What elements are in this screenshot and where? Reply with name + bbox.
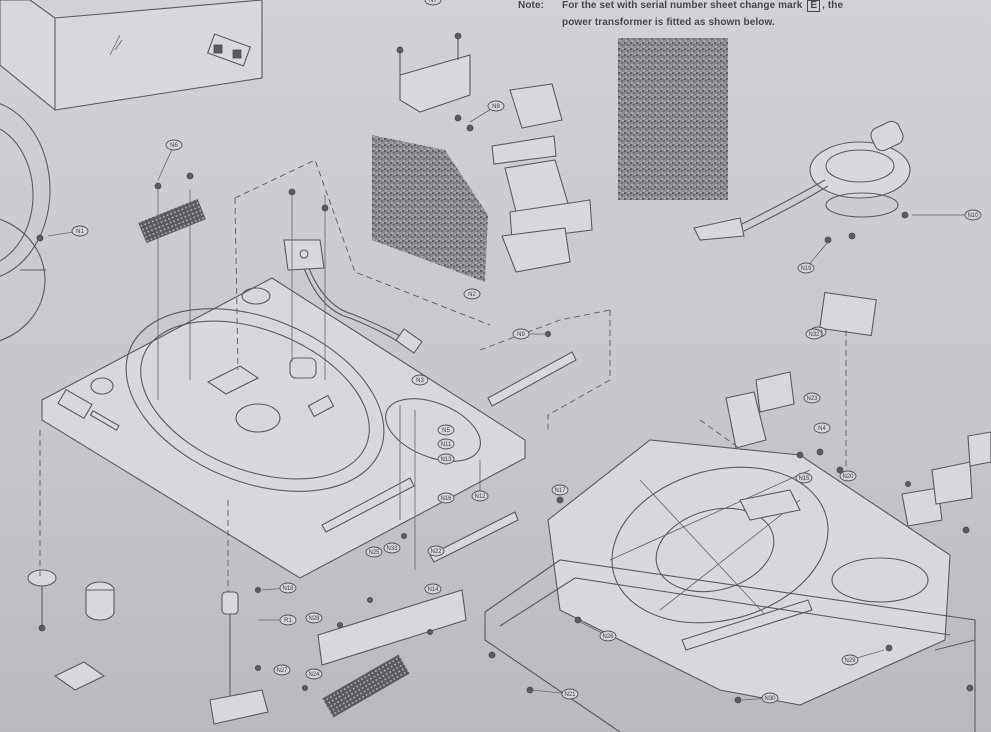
callout-n1: N1 [47,225,89,237]
note-label: Note: [518,0,545,11]
svg-text:N19: N19 [800,266,812,272]
note-line-2: power transformer is fitted as shown bel… [562,17,775,28]
side-strip-mid [429,511,519,563]
svg-text:N30: N30 [764,696,776,702]
callout-n17: N17 [551,484,569,496]
callout-n13: N13 [437,453,455,465]
bottom-frame [484,559,976,732]
svg-text:N12: N12 [474,494,486,500]
callout-n21: N21 [531,688,579,700]
callout-n18: N18 [261,582,297,594]
callout-n27: N27 [273,664,291,676]
svg-text:N4: N4 [818,426,826,432]
callout-n12: N12 [471,490,489,502]
mesh-pad-bottom [322,654,410,718]
sheet-change-mark: E [807,0,821,12]
callout-n28: N28 [305,612,323,624]
svg-text:N17: N17 [554,488,566,494]
svg-text:N23: N23 [806,396,818,402]
svg-text:N24: N24 [308,672,320,678]
top-connector [207,33,251,67]
callout-n11: N11 [437,438,455,450]
assembly-guides [39,159,847,592]
svg-text:N9: N9 [517,332,525,338]
right-brackets [725,291,991,527]
svg-text:N10: N10 [967,213,979,219]
callout-n8: N8 [469,100,505,123]
callout-n14: N14 [424,583,442,595]
svg-text:N11: N11 [441,442,452,448]
svg-text:N27: N27 [276,668,288,674]
svg-text:N8: N8 [492,104,500,110]
svg-text:N20: N20 [842,474,854,480]
power-transformer-board [618,38,728,200]
serial-number-note: Note: For the set with serial number shee… [518,0,988,31]
svg-text:N7: N7 [429,0,437,4]
callout-n5: N5 [437,424,455,436]
svg-text:R1: R1 [284,618,292,624]
svg-text:N28: N28 [308,616,320,622]
callout-n7: N7 [424,0,442,6]
callout-n25: N25 [365,546,383,558]
mesh-pad-left [138,198,206,244]
callout-r1: R1 [258,614,297,626]
callout-n9: N9 [512,328,548,340]
callout-n20: N20 [839,470,857,482]
callout-n2: N2 [463,288,481,300]
svg-text:N6: N6 [170,143,178,149]
callout-n23: N23 [803,392,821,404]
callout-n10: N10 [912,209,982,221]
svg-text:N25: N25 [368,550,380,556]
dust-cover [0,0,263,112]
note-line-1: For the set with serial number sheet cha… [562,0,803,11]
transformer-bracket [396,32,471,113]
power-cord [283,239,423,354]
chassis-base [547,439,951,706]
callout-n29: N29 [841,649,885,666]
svg-text:N16: N16 [440,496,452,502]
svg-text:N22: N22 [430,549,442,555]
callout-n4: N4 [813,422,831,434]
screws [36,114,974,704]
svg-text:N29: N29 [844,658,856,664]
svg-text:N32: N32 [808,332,820,338]
svg-text:N5: N5 [442,428,450,434]
circuit-board-center [372,135,488,282]
callout-n19: N19 [797,241,829,274]
svg-text:N14: N14 [427,587,439,593]
callout-n30: N30 [741,692,779,704]
svg-text:N15: N15 [798,476,810,482]
transformer-stack [491,83,593,273]
callout-labels: N1N2N3N4N5N6N7N8N9N10N11N12N13N14N15N16N… [47,0,982,704]
callout-n33: N33 [383,542,401,554]
tonearm [693,120,911,241]
svg-text:N1: N1 [76,229,84,235]
svg-text:N21: N21 [564,692,576,698]
svg-text:N3: N3 [416,378,424,384]
callout-n3: N3 [411,374,429,386]
callout-n6: N6 [157,139,183,181]
svg-text:N26: N26 [602,634,614,640]
side-strip-upper [487,351,577,407]
svg-text:N2: N2 [468,292,476,298]
callout-n16: N16 [437,492,455,504]
feet-and-parts [27,569,269,725]
svg-text:N33: N33 [386,546,398,552]
platter [0,103,51,342]
side-strip-low [317,589,467,666]
callout-n24: N24 [305,668,323,680]
svg-text:N13: N13 [440,457,452,463]
callout-n15: N15 [795,472,813,484]
callout-n26: N26 [579,621,617,642]
callout-n22: N22 [427,545,445,557]
callout-n32: N32 [805,328,823,340]
note-line-1-end: , the [822,0,844,11]
svg-text:N18: N18 [282,586,294,592]
cabinet-top-plate [41,277,526,579]
